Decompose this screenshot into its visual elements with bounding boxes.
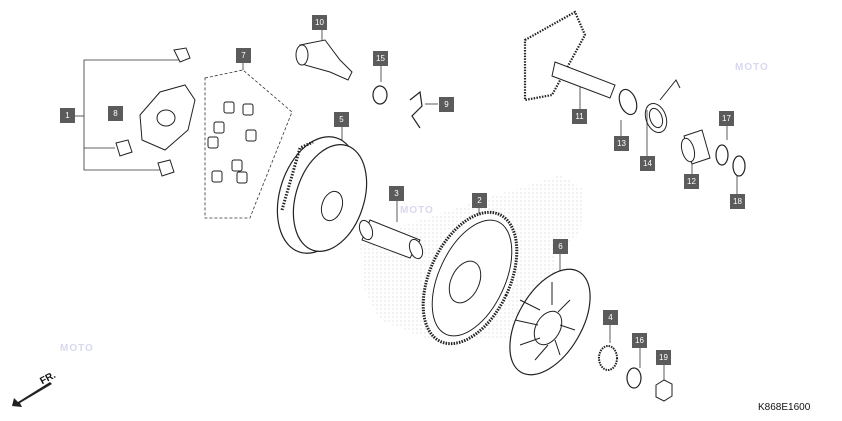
callout-7[interactable]: 7	[236, 48, 251, 63]
collar-sleeve	[358, 219, 424, 260]
starter-pinion	[295, 39, 353, 81]
washer-18	[732, 155, 746, 177]
callout-15[interactable]: 15	[373, 51, 388, 66]
bushing	[680, 129, 711, 165]
callout-8[interactable]: 8	[108, 106, 123, 121]
callout-4[interactable]: 4	[603, 310, 618, 325]
callout-13[interactable]: 13	[614, 136, 629, 151]
washer-15	[372, 85, 388, 105]
watermark-3: MOTO	[60, 343, 94, 354]
callout-18[interactable]: 18	[730, 194, 745, 209]
callout-12[interactable]: 12	[684, 174, 699, 189]
callout-3[interactable]: 3	[389, 186, 404, 201]
callout-2[interactable]: 2	[472, 193, 487, 208]
retaining-clip	[409, 90, 423, 129]
washer-13	[618, 88, 638, 116]
callout-19[interactable]: 19	[656, 350, 671, 365]
kick-spindle	[523, 10, 616, 102]
flange-nut	[655, 379, 673, 402]
fan-pulley	[509, 268, 591, 376]
drive-face-plate	[276, 136, 368, 254]
callout-5[interactable]: 5	[334, 112, 349, 127]
front-direction-arrow	[12, 382, 52, 407]
washer-16	[626, 367, 642, 389]
weight-rollers	[207, 101, 257, 184]
callout-10[interactable]: 10	[312, 15, 327, 30]
callout-17[interactable]: 17	[719, 111, 734, 126]
watermark-1: MOTO	[735, 62, 769, 73]
callout-16[interactable]: 16	[632, 333, 647, 348]
ring-gear	[421, 210, 519, 346]
callout-11[interactable]: 11	[572, 109, 587, 124]
ramp-plate	[115, 47, 196, 177]
washer-17	[715, 144, 729, 166]
diagram-code: K868E1600	[758, 402, 811, 413]
callout-6[interactable]: 6	[553, 239, 568, 254]
torsion-spring	[644, 79, 681, 134]
callout-1[interactable]: 1	[60, 108, 75, 123]
watermark-2: MOTO	[400, 205, 434, 216]
one-way-nut	[598, 345, 618, 371]
callout-14[interactable]: 14	[640, 156, 655, 171]
callout-9[interactable]: 9	[439, 97, 454, 112]
